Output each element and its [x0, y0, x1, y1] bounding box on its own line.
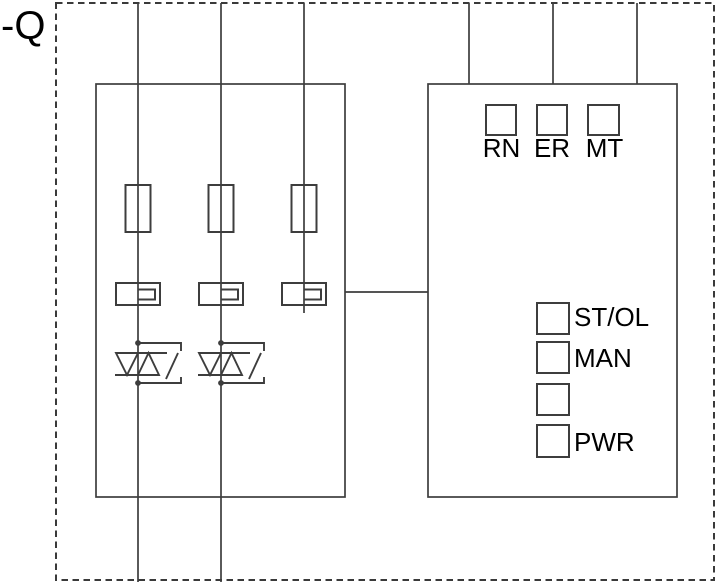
led-square-pwr	[536, 424, 570, 458]
phase-l2	[197, 3, 265, 582]
current-sensor-icon	[198, 282, 244, 306]
phase-l1	[114, 3, 182, 582]
fuse-icon	[290, 184, 318, 233]
led-square-mt	[587, 104, 620, 136]
led-label-st-ol: ST/OL	[574, 302, 649, 332]
thyristor-triangle-down	[114, 352, 140, 378]
led-label-man: MAN	[574, 343, 632, 373]
led-label-er: ER	[534, 133, 570, 163]
side-led-column: ST/OL MAN PWR	[536, 302, 649, 458]
thyristor-triangle-up	[136, 350, 161, 376]
current-sensor-icon	[281, 282, 327, 306]
fuse-icon	[124, 184, 152, 233]
bypass-contact-icon	[138, 342, 182, 384]
antiparallel-thyristor-icon	[114, 340, 167, 386]
current-sensor-body	[115, 282, 161, 306]
device-designation: -Q	[1, 4, 45, 48]
led-label-rn: RN	[483, 133, 521, 163]
fuse-icon	[207, 184, 235, 233]
control-block: RN ER MT ST/OL MAN PWR	[427, 3, 678, 498]
current-sensor-icon	[115, 282, 161, 306]
led-square-er	[536, 104, 568, 136]
current-sensor-body	[281, 282, 327, 306]
phase-l3	[281, 3, 327, 313]
bypass-contact-icon	[221, 342, 265, 384]
led-square-man	[536, 341, 570, 374]
led-square-st-ol	[536, 302, 570, 335]
current-sensor-notch	[138, 288, 156, 301]
led-label-mt: MT	[586, 133, 624, 163]
led-label-pwr: PWR	[574, 427, 635, 457]
current-sensor-notch	[221, 288, 239, 301]
led-square-blank	[536, 383, 570, 416]
power-block	[95, 3, 346, 582]
top-led-row: RN ER MT	[483, 104, 624, 163]
current-sensor-body	[198, 282, 244, 306]
current-sensor-notch	[304, 288, 322, 301]
thyristor-triangle-down	[197, 352, 223, 378]
led-square-rn	[485, 104, 517, 136]
enclosure-dashed-border	[55, 2, 715, 581]
thyristor-triangle-up	[219, 350, 244, 376]
antiparallel-thyristor-icon	[197, 340, 250, 386]
